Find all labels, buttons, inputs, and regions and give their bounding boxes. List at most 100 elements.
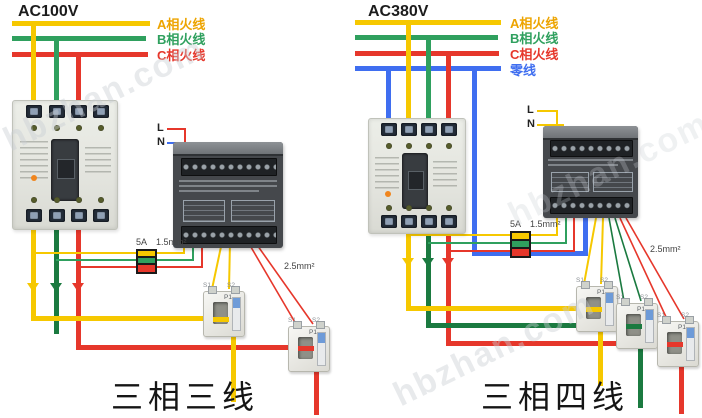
left-load-phase-b: [54, 228, 59, 334]
ct-s2-label: S2: [227, 282, 235, 289]
left-tap-b: [56, 259, 136, 261]
meter-top-cover: [543, 126, 638, 140]
left-tap-b2: [155, 259, 194, 261]
left-tail-c: [314, 345, 319, 415]
left-bus-phase-b: [12, 36, 146, 41]
right-riser-b: [565, 216, 567, 242]
left-riser-a: [183, 242, 185, 254]
arrow-down-phase-c: [72, 283, 84, 292]
meter-terminal-strip-top: [181, 158, 277, 176]
breaker-terminal: [93, 209, 109, 222]
left-drop-phase-b: [54, 36, 59, 103]
left-caption: 三相三线: [110, 379, 259, 415]
right-ct-wire-label: 2.5mm²: [650, 244, 681, 254]
left-meter-l-label: L: [157, 122, 164, 134]
left-bus-phase-a: [12, 21, 150, 26]
right-drop-phase-b: [426, 35, 431, 121]
breaker-terminal: [49, 105, 65, 118]
left-load-phase-a: [31, 228, 36, 321]
breaker-spec-area: [85, 147, 111, 175]
arrow-down-phase-a: [27, 283, 39, 292]
ct-p1-label: P1: [309, 329, 317, 336]
left-drop-phase-c: [76, 52, 81, 103]
right-legend-phase-b: B相火线: [510, 31, 559, 46]
left-voltage-title: AC100V: [18, 3, 79, 20]
left-riser-c: [201, 242, 203, 268]
breaker-terminal: [421, 123, 437, 136]
breaker-terminal: [49, 209, 65, 222]
right-ct-run-a: [406, 306, 608, 311]
right-ct-phase-c: P1: [657, 316, 699, 367]
ct-s2-label: S2: [640, 294, 648, 301]
ct-p1-label: P1: [678, 324, 686, 331]
right-tap-b: [428, 242, 510, 244]
breaker-terminal: [421, 215, 437, 228]
breaker-switch-handle: [402, 153, 428, 209]
right-drop-phase-c: [446, 51, 451, 121]
breaker-terminal: [381, 215, 397, 228]
right-fuse-amp-label: 5A: [510, 219, 522, 229]
arrow-down-phase-c: [442, 258, 454, 267]
right-tap-b2: [529, 242, 567, 244]
right-power-meter: [543, 126, 638, 218]
ct-s1-label: S1: [288, 317, 296, 324]
right-tap-a2: [529, 234, 558, 236]
right-ct-phase-b: P1: [616, 298, 658, 349]
left-fuse-amp-label: 5A: [136, 237, 148, 247]
left-tap-a2: [155, 252, 185, 254]
left-tap-c: [78, 266, 136, 268]
left-ct-run-a: [31, 316, 241, 321]
left-ct-wire-label: 2.5mm²: [284, 261, 315, 271]
right-tail-c: [679, 341, 684, 414]
breaker-terminal: [401, 215, 417, 228]
breaker-terminal: [441, 123, 457, 136]
left-meter-n-label: N: [157, 136, 165, 148]
right-legend-phase-a: A相火线: [510, 16, 559, 31]
right-legend-phase-c: C相火线: [510, 47, 559, 62]
left-power-meter: [173, 142, 283, 248]
ct-s2-label: S2: [681, 312, 689, 319]
left-fuse-wire-label: 1.5mm²: [156, 237, 187, 247]
ct-s2-label: S2: [600, 277, 608, 284]
right-caption: 三相四线: [480, 379, 629, 415]
ct-s2-label: S2: [312, 317, 320, 324]
breaker-terminal: [26, 209, 42, 222]
breaker-terminal: [71, 105, 87, 118]
right-ct-run-b: [426, 323, 646, 328]
ct-p1-label: P1: [637, 306, 645, 313]
right-ct-phase-a: P1: [576, 281, 618, 332]
right-riser-a: [556, 216, 558, 234]
ct-s1-label: S1: [657, 312, 665, 319]
left-tap-a: [33, 252, 136, 254]
breaker-terminal: [441, 215, 457, 228]
breaker-switch-handle: [51, 139, 79, 201]
meter-terminal-strip-top: [550, 140, 633, 157]
right-ct-run-c: [446, 341, 688, 346]
breaker-terminal: [26, 105, 42, 118]
meter-top-cover: [173, 142, 283, 156]
ct-p1-label: P1: [224, 294, 232, 301]
left-circuit-breaker: [12, 100, 118, 230]
breaker-terminal: [381, 123, 397, 136]
breaker-spec-area: [433, 161, 457, 187]
right-drop-phase-a: [406, 20, 411, 121]
right-voltage-title: AC380V: [368, 3, 429, 20]
ct-p1-label: P1: [597, 289, 605, 296]
right-n-wire: [537, 124, 564, 126]
breaker-indicator: [31, 175, 37, 181]
meter-voltage-table: [551, 172, 589, 192]
right-legend-neutral: 零线: [510, 63, 537, 78]
fuse-phase-c: [136, 263, 157, 274]
right-fuse-wire-label: 1.5mm²: [530, 219, 561, 229]
right-load-phase-a: [406, 232, 411, 311]
right-load-phase-c: [446, 232, 451, 346]
right-tap-c: [448, 250, 510, 252]
right-bus-phase-a: [355, 20, 501, 25]
left-legend-phase-a: A相火线: [157, 17, 206, 32]
breaker-terminal: [401, 123, 417, 136]
left-l-wire: [167, 128, 186, 130]
left-tap-c2: [155, 266, 203, 268]
arrow-down-phase-a: [402, 258, 414, 267]
left-ct-run-c: [76, 345, 324, 350]
